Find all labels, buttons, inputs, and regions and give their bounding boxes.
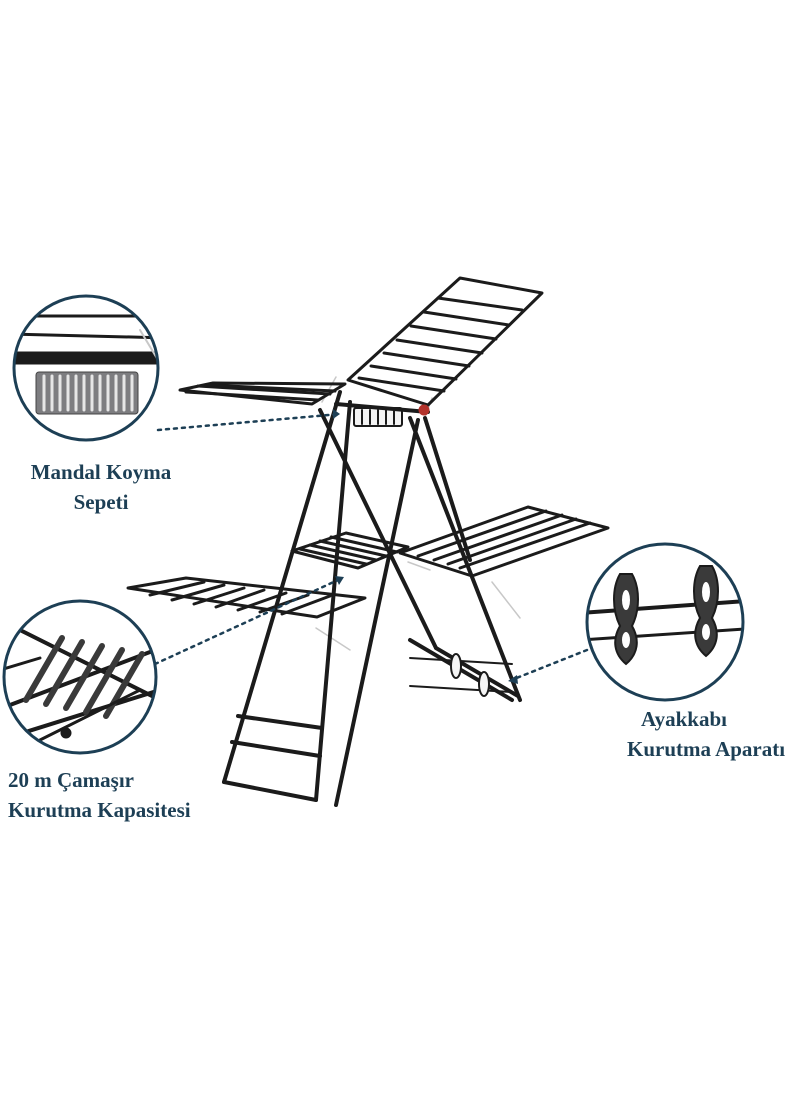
callout-ring — [585, 542, 745, 702]
lower-left-wing — [126, 576, 367, 619]
rack-legs — [222, 390, 522, 807]
clothespin-basket — [334, 402, 430, 427]
caption-basket: Mandal Koyma Sepeti — [26, 457, 176, 517]
caption-basket-line1: Mandal Koyma — [30, 460, 172, 484]
leader-lines — [153, 409, 589, 684]
upper-right-wing — [346, 276, 544, 407]
leader-capacity — [153, 578, 340, 666]
hinge-knob — [418, 404, 430, 416]
caption-shoe: Ayakkabı Kurutma Aparatı — [627, 704, 785, 764]
shoe-holders — [409, 653, 513, 697]
caption-capacity-line2: Kurutma Kapasitesi — [8, 798, 191, 822]
callout-ring — [2, 599, 158, 755]
mid-right-wing — [398, 505, 610, 578]
caption-shoe-line1: Ayakkabı — [641, 707, 727, 731]
caption-shoe-line2: Kurutma Aparatı — [627, 737, 786, 761]
caption-capacity-line1: 20 m Çamaşır — [8, 768, 134, 792]
leader-shoe — [512, 648, 589, 681]
leader-basket — [156, 412, 342, 432]
callout-basket-zoom — [12, 294, 160, 442]
upper-left-wing — [178, 381, 347, 406]
callout-wing-zoom — [2, 599, 158, 755]
callout-shoe-zoom — [585, 542, 745, 702]
drying-rack — [126, 276, 610, 807]
callout-ring — [12, 294, 160, 442]
caption-capacity: 20 m Çamaşır Kurutma Kapasitesi — [8, 765, 191, 825]
middle-shelf — [290, 531, 410, 570]
caption-basket-line2: Sepeti — [73, 490, 129, 514]
